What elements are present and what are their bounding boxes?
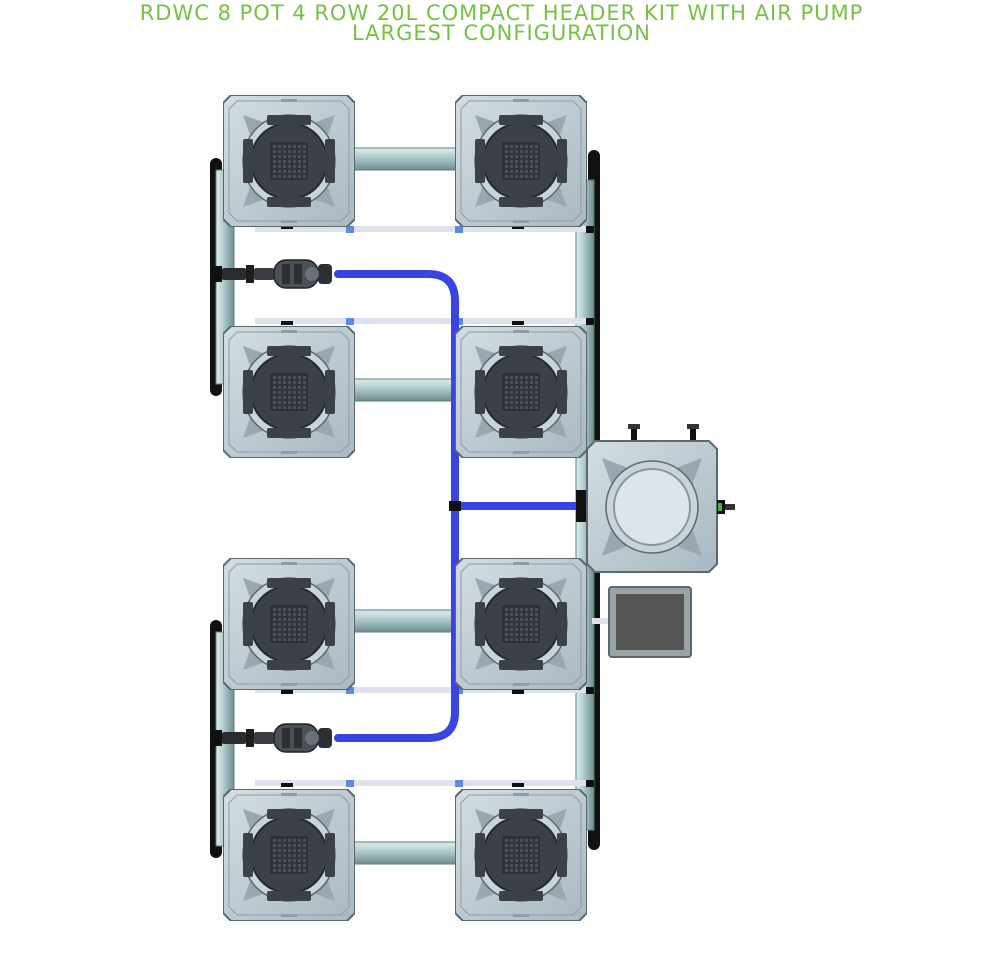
drip-lines: [255, 226, 610, 786]
controller-box: [608, 586, 692, 658]
drip-connectors: [346, 226, 463, 787]
title-line-2: LARGEST CONFIGURATION: [351, 21, 652, 45]
air-line-fittings: [449, 490, 588, 522]
drip-end-caps: [281, 225, 594, 787]
left-vertical-pipes: [210, 158, 235, 858]
header-tank: [586, 424, 735, 573]
title-line-1: RDWC 8 POT 4 ROW 20L COMPACT HEADER KIT …: [139, 1, 864, 25]
